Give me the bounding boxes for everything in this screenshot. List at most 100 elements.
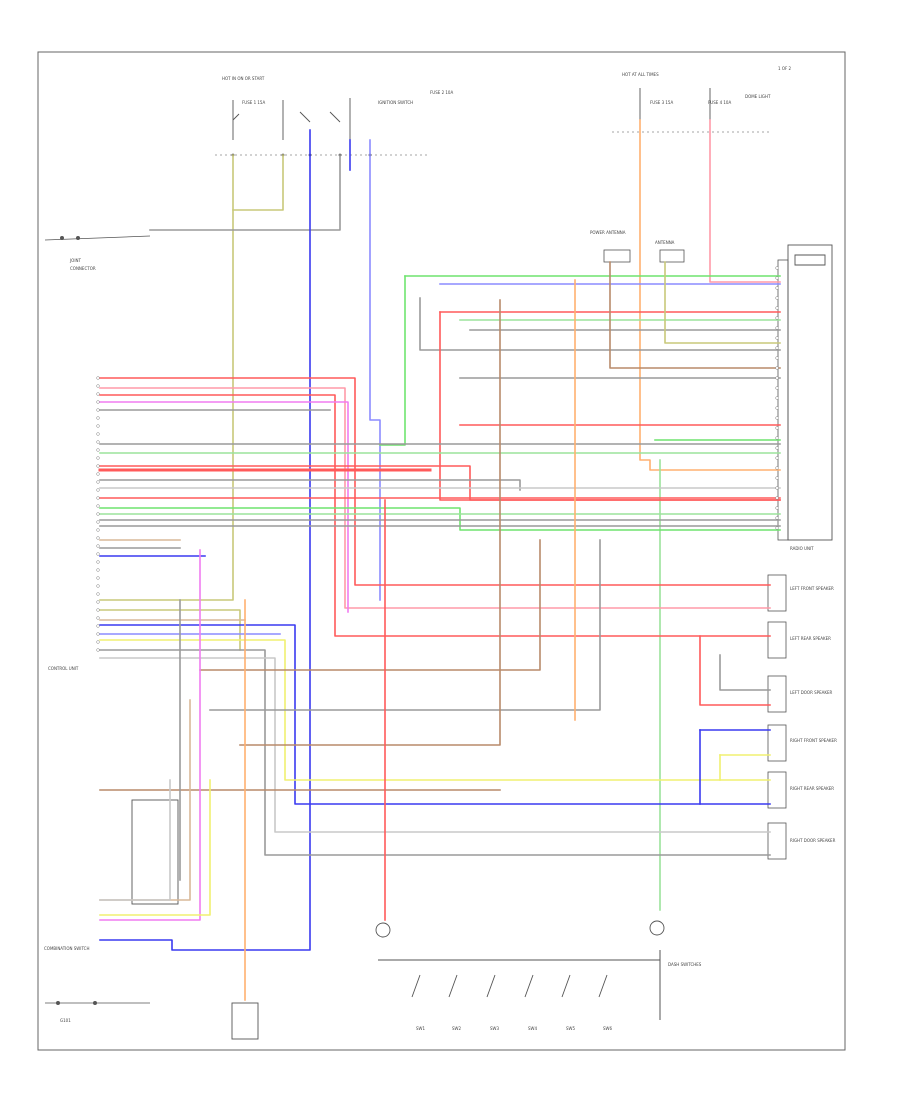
svg-text:HOT AT ALL TIMES: HOT AT ALL TIMES (622, 72, 659, 77)
connector-pin (96, 496, 100, 500)
connector-pin (96, 480, 100, 484)
connector-pin (96, 648, 100, 652)
wire-green (99, 507, 781, 531)
wire-blue (99, 624, 771, 805)
connector-pin (96, 552, 100, 556)
wire-gray (99, 649, 771, 856)
right-door-speaker (767, 822, 787, 860)
connector-pin (96, 600, 100, 604)
svg-text:SW3: SW3 (490, 1026, 499, 1031)
connector-pin (96, 624, 100, 628)
svg-text:SW1: SW1 (416, 1026, 425, 1031)
svg-text:LEFT DOOR SPEAKER: LEFT DOOR SPEAKER (790, 690, 832, 695)
svg-text:G101: G101 (60, 1018, 71, 1023)
svg-text:IGNITION SWITCH: IGNITION SWITCH (378, 100, 413, 105)
connector-pin (775, 376, 779, 380)
combination-switch-block (131, 799, 179, 905)
battery-fuse-block: HOT AT ALL TIMES FUSE 3 15A FUSE 4 10A D… (612, 72, 771, 133)
wire-olive (664, 261, 781, 344)
wire-brown (239, 299, 501, 746)
corner-label: 1 OF 2 (778, 66, 792, 71)
connector-pin (96, 376, 100, 380)
svg-text:ANTENNA: ANTENNA (655, 240, 675, 245)
wire-blue (99, 129, 311, 951)
connector-pin (775, 386, 779, 390)
connector-pin (775, 316, 779, 320)
connector-pin (96, 432, 100, 436)
svg-text:SW2: SW2 (452, 1026, 461, 1031)
wire-gray (149, 154, 341, 231)
wire-green (379, 275, 406, 446)
connector-pin (775, 486, 779, 490)
connector-pin (775, 296, 779, 300)
connector-pin (96, 408, 100, 412)
wire-magenta (99, 401, 349, 613)
connector-pin (775, 416, 779, 420)
connector-pin (96, 448, 100, 452)
svg-text:JOINT: JOINT (69, 258, 82, 263)
connector-pin (775, 516, 779, 520)
wire-brown (609, 261, 781, 369)
connector-pin (775, 446, 779, 450)
connector-pin (96, 568, 100, 572)
svg-text:SW5: SW5 (566, 1026, 575, 1031)
connector-pin (96, 640, 100, 644)
svg-text:SW4: SW4 (528, 1026, 537, 1031)
connector-pin (775, 336, 779, 340)
connector-pin (96, 512, 100, 516)
wires-layer (98, 119, 781, 1001)
wire-olive (232, 154, 284, 211)
wire-brown (199, 539, 541, 671)
wire-gray (719, 654, 771, 691)
connector-pin (96, 400, 100, 404)
wire-gray (419, 297, 781, 351)
connector-pin (96, 464, 100, 468)
connector-pin (775, 406, 779, 410)
connector-pin (96, 520, 100, 524)
connector-pin (775, 356, 779, 360)
wire-yellow (99, 779, 211, 916)
pins-layer (96, 266, 779, 652)
svg-text:COMBINATION SWITCH: COMBINATION SWITCH (44, 946, 89, 951)
wire-pink (709, 119, 781, 283)
svg-text:RIGHT FRONT SPEAKER: RIGHT FRONT SPEAKER (790, 738, 837, 743)
svg-text:RADIO UNIT: RADIO UNIT (790, 546, 814, 551)
connector-pin (96, 536, 100, 540)
connector-pin (96, 584, 100, 588)
speaker-column: LEFT FRONT SPEAKER LEFT REAR SPEAKER LEF… (767, 574, 837, 860)
connector-pin (96, 576, 100, 580)
svg-text:DASH SWITCHES: DASH SWITCHES (668, 962, 702, 967)
left-door-speaker (767, 675, 787, 713)
left-front-speaker (767, 574, 787, 612)
connector-pin (96, 424, 100, 428)
wire-orange (639, 119, 781, 471)
svg-text:SW6: SW6 (603, 1026, 612, 1031)
connector-pin (775, 526, 779, 530)
ground-connector-top: JOINT CONNECTOR (44, 235, 151, 271)
power-antenna-block: POWER ANTENNA ANTENNA (590, 230, 685, 263)
left-connector-block: CONTROL UNIT COMBINATION SWITCH (44, 666, 89, 951)
wire-lightgray (99, 779, 171, 901)
connector-pin (96, 488, 100, 492)
connector-pin (775, 396, 779, 400)
connector-pin (775, 266, 779, 270)
connector-pin (96, 384, 100, 388)
svg-text:RIGHT REAR SPEAKER: RIGHT REAR SPEAKER (790, 786, 834, 791)
svg-text:FUSE 2 10A: FUSE 2 10A (430, 90, 453, 95)
connector-pin (775, 286, 779, 290)
wire-lightblue (369, 139, 381, 601)
wire-gray (99, 479, 521, 491)
wire-olive (99, 609, 241, 651)
connector-pin (96, 544, 100, 548)
wire-red (99, 377, 771, 586)
connector-pin (96, 592, 100, 596)
wire-gray (209, 539, 601, 711)
svg-text:FUSE 1 15A: FUSE 1 15A (242, 100, 265, 105)
connector-pin (96, 608, 100, 612)
connector-pin (96, 632, 100, 636)
connector-pin (775, 326, 779, 330)
wire-magenta (99, 549, 201, 921)
connector-pin (775, 436, 779, 440)
connector-pin (96, 560, 100, 564)
